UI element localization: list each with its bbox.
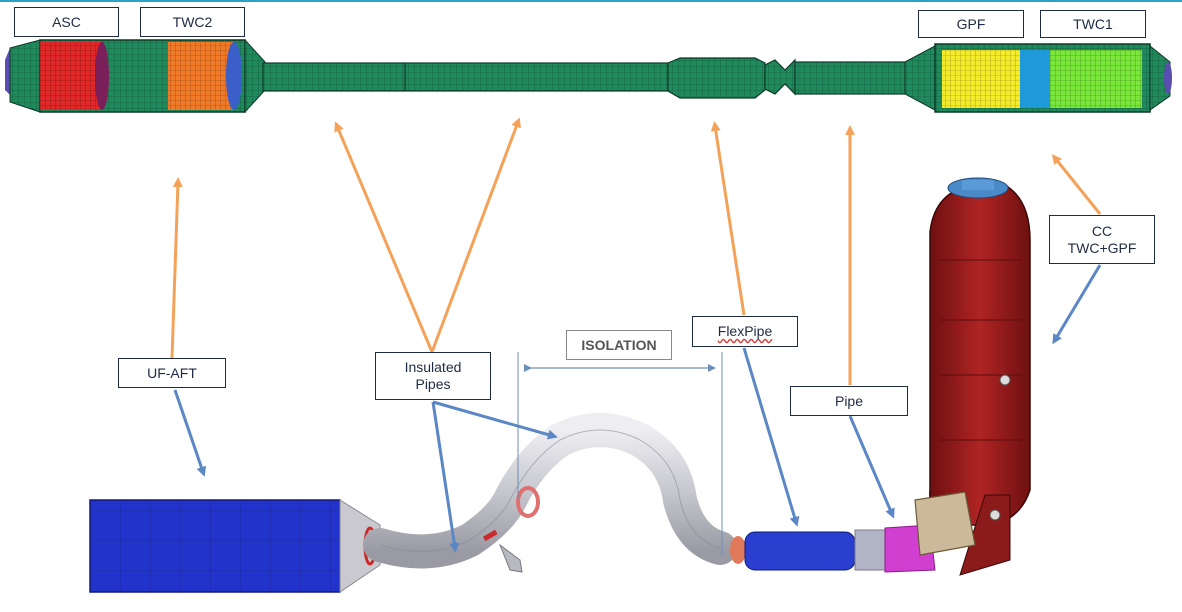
orange-arrows xyxy=(170,117,1102,385)
label-uf-aft: UF-AFT xyxy=(118,358,226,388)
label-cc-line1: CC xyxy=(1091,222,1113,239)
insulated-pipe xyxy=(363,413,737,569)
arrow-insulated-left xyxy=(334,121,434,353)
label-insulated-line2: Pipes xyxy=(415,376,451,392)
label-flexpipe: FlexPipe xyxy=(692,316,798,347)
top-pipe xyxy=(262,62,669,92)
label-twc1: TWC1 xyxy=(1040,10,1146,38)
twc2-section xyxy=(168,42,234,110)
arrow-flexpipe-down xyxy=(742,347,800,527)
label-cc: CC TWC+GPF xyxy=(1049,215,1155,264)
arrow-uf-to-asc xyxy=(170,177,183,359)
gpf-section xyxy=(942,50,1020,108)
arrow-insulated-down1 xyxy=(431,401,460,553)
arrow-pipe-down xyxy=(848,415,895,519)
arrow-insulated-right xyxy=(430,117,521,353)
twc1-section xyxy=(1050,50,1142,108)
arrow-cc-up xyxy=(1051,154,1102,215)
top-exhaust-line xyxy=(5,38,1172,114)
label-gpf: GPF xyxy=(918,10,1024,38)
label-insulated-pipes: Insulated Pipes xyxy=(375,352,491,400)
label-asc: ASC xyxy=(14,7,119,37)
label-twc2: TWC2 xyxy=(140,7,245,37)
arrow-flexpipe-up xyxy=(710,121,746,316)
label-pipe: Pipe xyxy=(790,386,908,416)
label-insulated-line1: Insulated xyxy=(404,359,462,376)
asc-section xyxy=(40,42,102,110)
arrow-cc-down xyxy=(1052,264,1102,345)
uf-aft-muffler xyxy=(89,499,341,593)
top-flexpipe xyxy=(667,57,766,99)
blue-arrows xyxy=(173,264,1102,553)
label-flexpipe-text: FlexPipe xyxy=(717,323,773,340)
cc-flange xyxy=(914,491,976,556)
label-isolation: ISOLATION xyxy=(566,330,672,360)
bottom-flexpipe xyxy=(744,531,856,571)
arrow-insulated-down2 xyxy=(432,400,558,440)
label-cc-line2: TWC+GPF xyxy=(1067,239,1137,256)
bottom-exhaust-system xyxy=(89,177,1031,593)
cc-canister xyxy=(929,184,1031,526)
arrow-uf-down xyxy=(173,389,207,477)
